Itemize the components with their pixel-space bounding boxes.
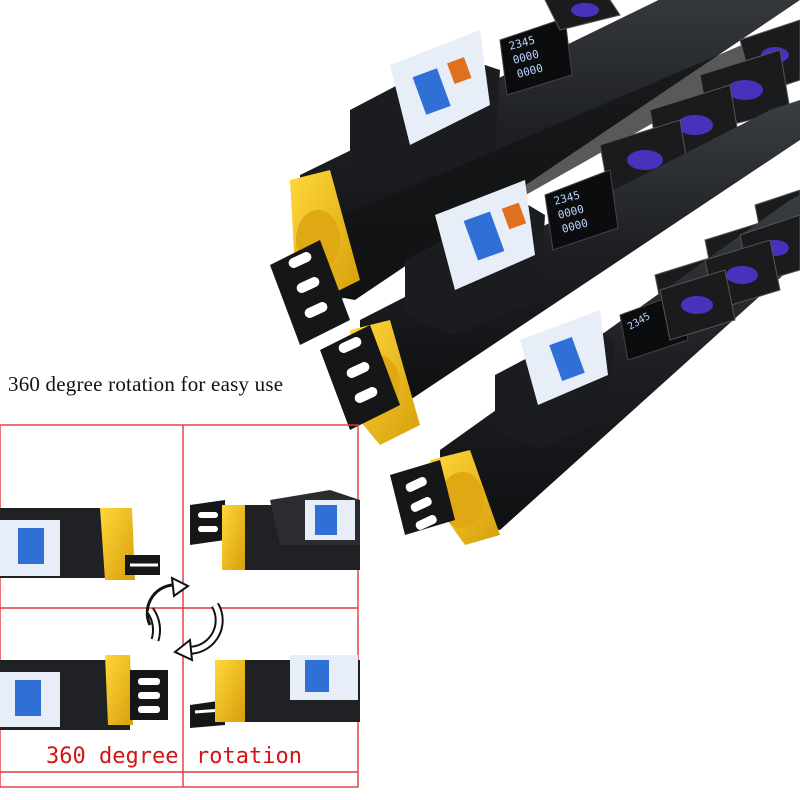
meter-display-icon: 2345 0000 0000: [499, 17, 573, 96]
pdu-unit-3: 2345: [390, 195, 800, 545]
mounting-bracket-icon: [320, 325, 400, 430]
rotation-view-bottom-right: [190, 655, 360, 728]
bottom-caption-right: rotation: [196, 744, 302, 769]
rotation-view-top-left: [0, 508, 160, 580]
rotation-view-top-right: [190, 490, 360, 570]
mounting-bracket-icon: [270, 240, 350, 345]
top-caption: 360 degree rotation for easy use: [8, 372, 284, 396]
circuit-breaker-icon: [405, 180, 545, 335]
socket-icon: [544, 0, 621, 31]
rotation-grid: [0, 424, 359, 788]
mounting-bracket-icon: [390, 460, 455, 535]
socket-icon: [659, 269, 736, 341]
rotate-arrows-icon: [145, 576, 224, 662]
meter-display-icon: 2345 0000 0000: [544, 169, 619, 251]
bottom-caption-left: 360 degree: [46, 744, 179, 769]
rotation-view-bottom-left: [0, 655, 168, 730]
pdu-unit-1: 2345 0000 0000: [270, 0, 800, 345]
circuit-breaker-icon: [350, 30, 500, 185]
circuit-breaker-icon: [495, 310, 615, 450]
